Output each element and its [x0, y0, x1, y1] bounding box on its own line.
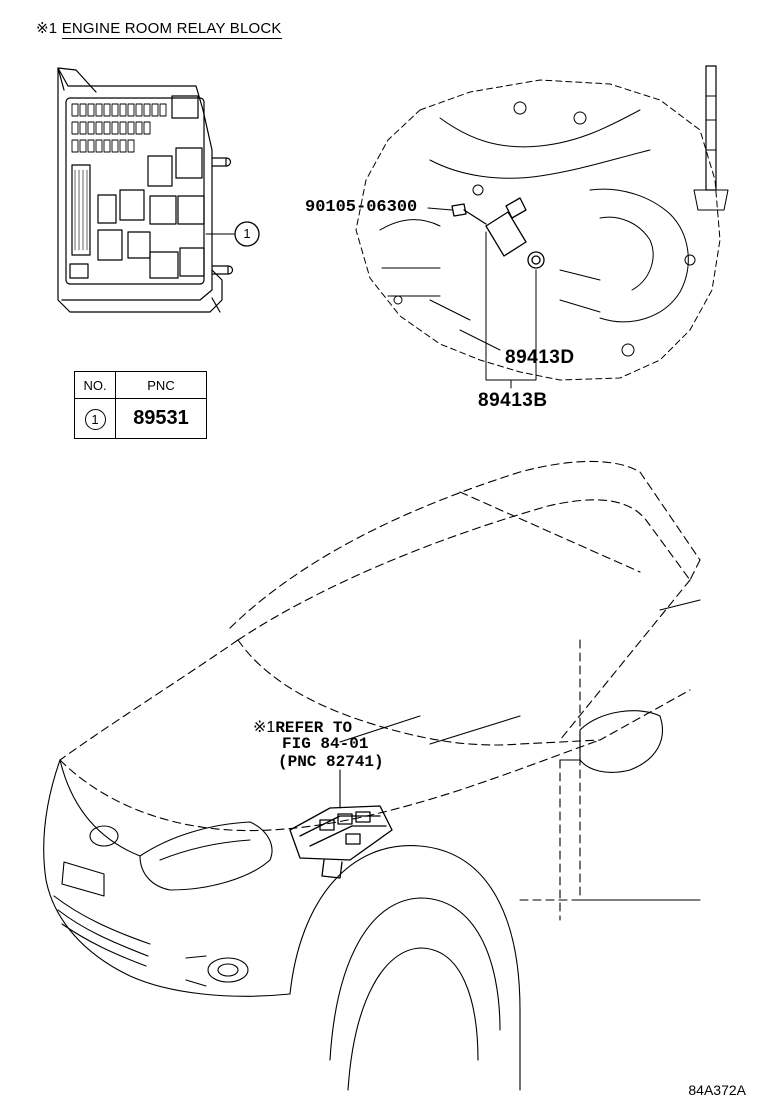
table-row: 1 89531 — [74, 398, 207, 439]
row-number-circle: 1 — [84, 409, 106, 430]
callout-circle-1 — [234, 221, 260, 247]
reference-note: ※1REFER TO — [253, 717, 352, 737]
sensor-part-number-d: 89413D — [505, 347, 575, 368]
section-title: ※1 ENGINE ROOM RELAY BLOCK — [36, 19, 282, 39]
diagram-id: 84A372A — [688, 1082, 746, 1098]
note-mark: ※1 — [36, 20, 58, 37]
reference-line-2: FIG 84-01 — [282, 735, 369, 753]
pnc-table-cell-no: 1 — [74, 398, 116, 439]
reference-line-3: (PNC 82741) — [278, 753, 384, 771]
vehicle-illustration — [43, 460, 701, 1091]
pnc-table-header-no: NO. — [74, 371, 116, 399]
reference-line-1: REFER TO — [275, 719, 353, 737]
relay-block-illustration — [57, 67, 260, 313]
transaxle-illustration — [355, 65, 729, 389]
pnc-table-header-pnc: PNC — [115, 371, 207, 399]
sensor-part-number-b: 89413B — [478, 390, 548, 411]
callout-number: 1 — [243, 226, 251, 241]
reference-mark: ※1 — [253, 719, 276, 736]
bolt-part-number: 90105-06300 — [305, 198, 418, 217]
relay-block-title: ENGINE ROOM RELAY BLOCK — [61, 20, 282, 39]
pnc-table: NO. PNC 1 89531 — [74, 371, 207, 439]
pnc-table-cell-pnc: 89531 — [115, 398, 207, 439]
